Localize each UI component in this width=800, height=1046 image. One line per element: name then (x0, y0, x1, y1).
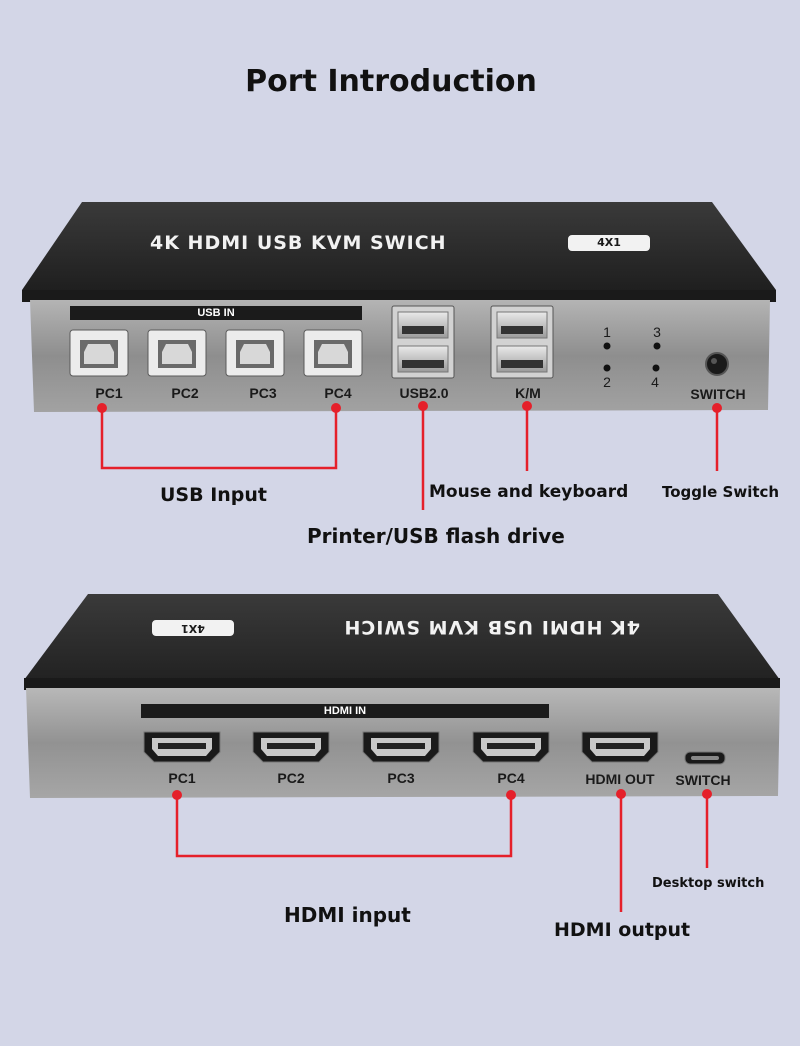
hdmi-port-label-pc4: PC4 (497, 770, 525, 786)
bottom-4x1-badge: 4X1 (152, 620, 234, 636)
callout-hdmi-input: HDMI input (284, 903, 411, 927)
top-unit-lid (22, 202, 776, 290)
bottom-unit-lid (24, 594, 780, 680)
usb-port-label-pc4: PC4 (324, 385, 352, 401)
usb2-port-label: USB2.0 (399, 385, 449, 401)
usb-in-strip: USB IN (70, 306, 362, 320)
led-indicator-1 (603, 342, 611, 350)
callout-hdmi-output: HDMI output (554, 919, 691, 941)
desktop-switch-port[interactable] (684, 751, 726, 765)
bottom-switch-label: SWITCH (675, 772, 731, 788)
hdmi-out-label: HDMI OUT (585, 771, 655, 787)
led-number-2: 2 (603, 374, 611, 390)
top-4x1-badge: 4X1 (568, 235, 650, 251)
bottom-callout-lines (175, 794, 709, 912)
usb-port-label-pc3: PC3 (249, 385, 277, 401)
callout-mouse-keyboard: Mouse and keyboard (429, 482, 629, 502)
led-indicator-3 (653, 342, 661, 350)
top-switch-label: SWITCH (690, 386, 746, 402)
km-stacked-ports[interactable] (490, 305, 554, 379)
hdmi-port-pc4[interactable] (472, 731, 550, 763)
hdmi-port-pc1[interactable] (143, 731, 221, 763)
hdmi-output-port[interactable] (581, 731, 659, 763)
hdmi-port-pc3[interactable] (362, 731, 440, 763)
callout-usb-input: USB Input (160, 484, 268, 506)
usb2-stacked-ports[interactable] (391, 305, 455, 379)
callout-desktop-switch: Desktop switch (652, 876, 765, 891)
callout-printer-usb-flash: Printer/USB flash drive (307, 524, 565, 548)
usb-port-label-pc1: PC1 (95, 385, 123, 401)
usb-b-port-pc1[interactable] (69, 329, 129, 377)
bottom-brand-text: 4K HDMI USB KVM SWICH (343, 616, 640, 638)
hdmi-port-label-pc1: PC1 (168, 770, 196, 786)
top-callout-dots (97, 401, 722, 413)
callout-toggle-switch: Toggle Switch (662, 483, 780, 501)
hdmi-in-strip: HDMI IN (141, 704, 549, 718)
usb-b-port-pc3[interactable] (225, 329, 285, 377)
km-port-label: K/M (515, 385, 541, 401)
usb-port-label-pc2: PC2 (171, 385, 199, 401)
led-number-3: 3 (653, 324, 661, 340)
led-number-4: 4 (651, 374, 659, 390)
usb-b-port-pc4[interactable] (303, 329, 363, 377)
toggle-switch-button[interactable] (705, 352, 729, 376)
hdmi-input-port-group (143, 731, 550, 763)
hdmi-port-pc2[interactable] (252, 731, 330, 763)
top-brand-text: 4K HDMI USB KVM SWICH (150, 232, 447, 254)
led-number-1: 1 (603, 324, 611, 340)
top-callout-lines (100, 406, 719, 510)
bottom-callout-dots (172, 789, 712, 800)
hdmi-port-label-pc3: PC3 (387, 770, 415, 786)
usb-b-port-group (69, 329, 363, 377)
page-title: Port Introduction (245, 64, 537, 99)
led-indicator-2 (603, 364, 611, 372)
hdmi-port-label-pc2: PC2 (277, 770, 305, 786)
usb-b-port-pc2[interactable] (147, 329, 207, 377)
led-indicator-4 (652, 364, 660, 372)
